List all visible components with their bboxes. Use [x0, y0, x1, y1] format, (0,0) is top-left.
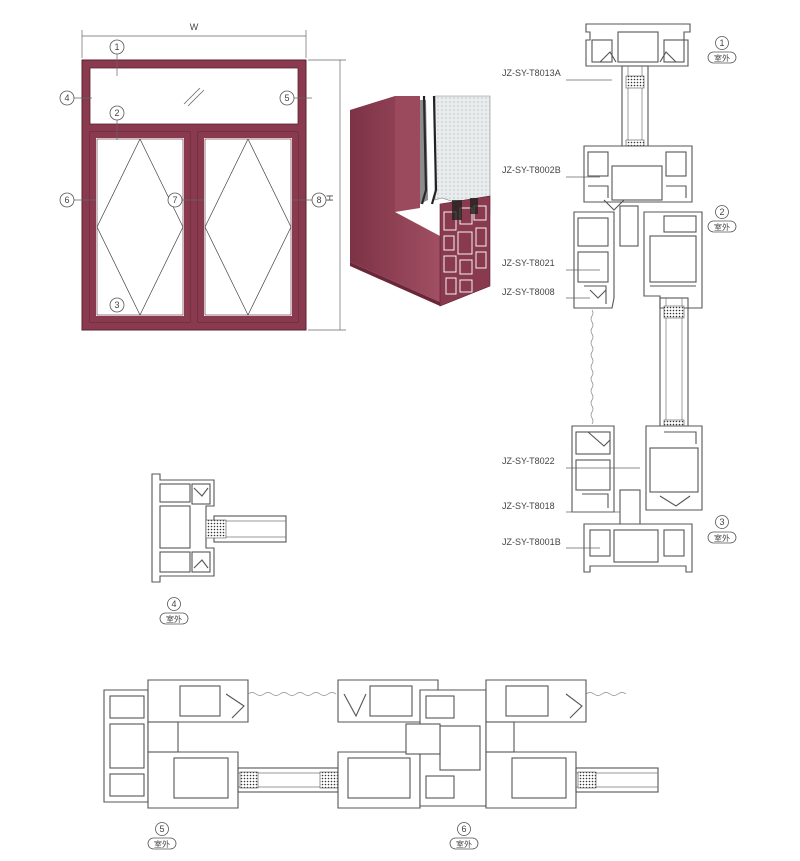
svg-text:室外: 室外	[714, 53, 730, 63]
profile-t8013a	[585, 23, 691, 67]
profile-t8001b	[583, 523, 693, 573]
profile-lower-sash-right	[645, 425, 703, 511]
svg-text:3: 3	[114, 300, 119, 310]
svg-text:2: 2	[114, 108, 119, 118]
svg-text:室外: 室外	[456, 839, 472, 849]
section-tag-3: 3 室外	[707, 515, 737, 544]
svg-text:4: 4	[64, 93, 69, 103]
svg-text:1: 1	[114, 42, 119, 52]
label-t8018: JZ-SY-T8018	[502, 501, 555, 511]
vertical-section: JZ-SY-T8013A JZ-SY-T8002B JZ-SY-T8021 JZ…	[502, 23, 737, 573]
horizontal-glass-left	[237, 767, 339, 793]
fly-screen	[590, 309, 594, 425]
profile-t8022	[571, 425, 615, 513]
sash-left-frame	[90, 132, 190, 322]
glass-mark	[183, 87, 201, 105]
render-glass	[434, 95, 491, 215]
label-t8021: JZ-SY-T8021	[502, 258, 555, 268]
corner-profile-render	[350, 95, 491, 307]
section-tag-6: 6 室外	[449, 822, 479, 850]
horizontal-fly-screen-left	[247, 692, 337, 696]
svg-text:5: 5	[159, 824, 164, 834]
svg-text:3: 3	[719, 517, 724, 527]
transom-glass-section	[621, 65, 649, 159]
section-tag-5: 5 室外	[147, 822, 177, 850]
horizontal-glass-right	[575, 767, 659, 793]
section-4-jamb: 4 室外	[151, 473, 287, 625]
callout-5: 5	[279, 90, 295, 106]
profile-t8018	[619, 489, 641, 529]
horizontal-right-sash	[485, 679, 587, 809]
horizontal-fly-screen-right	[585, 692, 627, 696]
svg-text:6: 6	[461, 824, 466, 834]
horizontal-mullion-6	[405, 689, 487, 807]
svg-text:6: 6	[64, 195, 69, 205]
callout-1: 1	[109, 39, 125, 55]
svg-text:8: 8	[316, 195, 321, 205]
svg-text:1: 1	[719, 38, 724, 48]
section-tag-2: 2 室外	[707, 205, 737, 233]
callout-2: 2	[109, 105, 125, 121]
callout-4: 4	[59, 90, 75, 106]
svg-text:7: 7	[172, 195, 177, 205]
horizontal-left-sash	[147, 679, 249, 809]
label-t8022: JZ-SY-T8022	[502, 456, 555, 466]
callout-8: 8	[311, 192, 327, 208]
svg-text:室外: 室外	[714, 533, 730, 543]
dim-h-label: H	[325, 195, 335, 202]
label-t8001b: JZ-SY-T8001B	[502, 537, 561, 547]
horizontal-section: 5 室外 6 室外	[103, 679, 659, 850]
section-tag-4: 4 室外	[159, 597, 189, 625]
section-tag-1: 1 室外	[707, 36, 737, 64]
label-t8008: JZ-SY-T8008	[502, 287, 555, 297]
svg-text:室外: 室外	[166, 614, 182, 624]
sash-right-frame	[198, 132, 298, 322]
dim-w-label: W	[190, 22, 199, 32]
callout-7: 7	[167, 192, 183, 208]
profile-t8021	[573, 211, 615, 309]
svg-text:室外: 室外	[154, 839, 170, 849]
svg-text:4: 4	[171, 599, 176, 609]
sash-glass-section	[659, 297, 689, 437]
elevation-callouts: 1 4 5 2 6 7 8 3	[59, 39, 327, 313]
callout-3: 3	[109, 297, 125, 313]
profile-sash-right	[643, 211, 703, 309]
label-t8013a: JZ-SY-T8013A	[502, 68, 561, 78]
svg-text:室外: 室外	[714, 222, 730, 232]
opening-indicator-right	[204, 138, 292, 316]
profile-t8002b	[583, 145, 693, 211]
label-t8002b: JZ-SY-T8002B	[502, 165, 561, 175]
horizontal-jamb-5	[103, 689, 149, 803]
svg-text:2: 2	[719, 207, 724, 217]
window-elevation: W H	[74, 22, 346, 331]
horizontal-middle-sash	[337, 679, 439, 809]
callout-6: 6	[59, 192, 75, 208]
transom-glass	[89, 67, 299, 125]
svg-text:5: 5	[284, 93, 289, 103]
